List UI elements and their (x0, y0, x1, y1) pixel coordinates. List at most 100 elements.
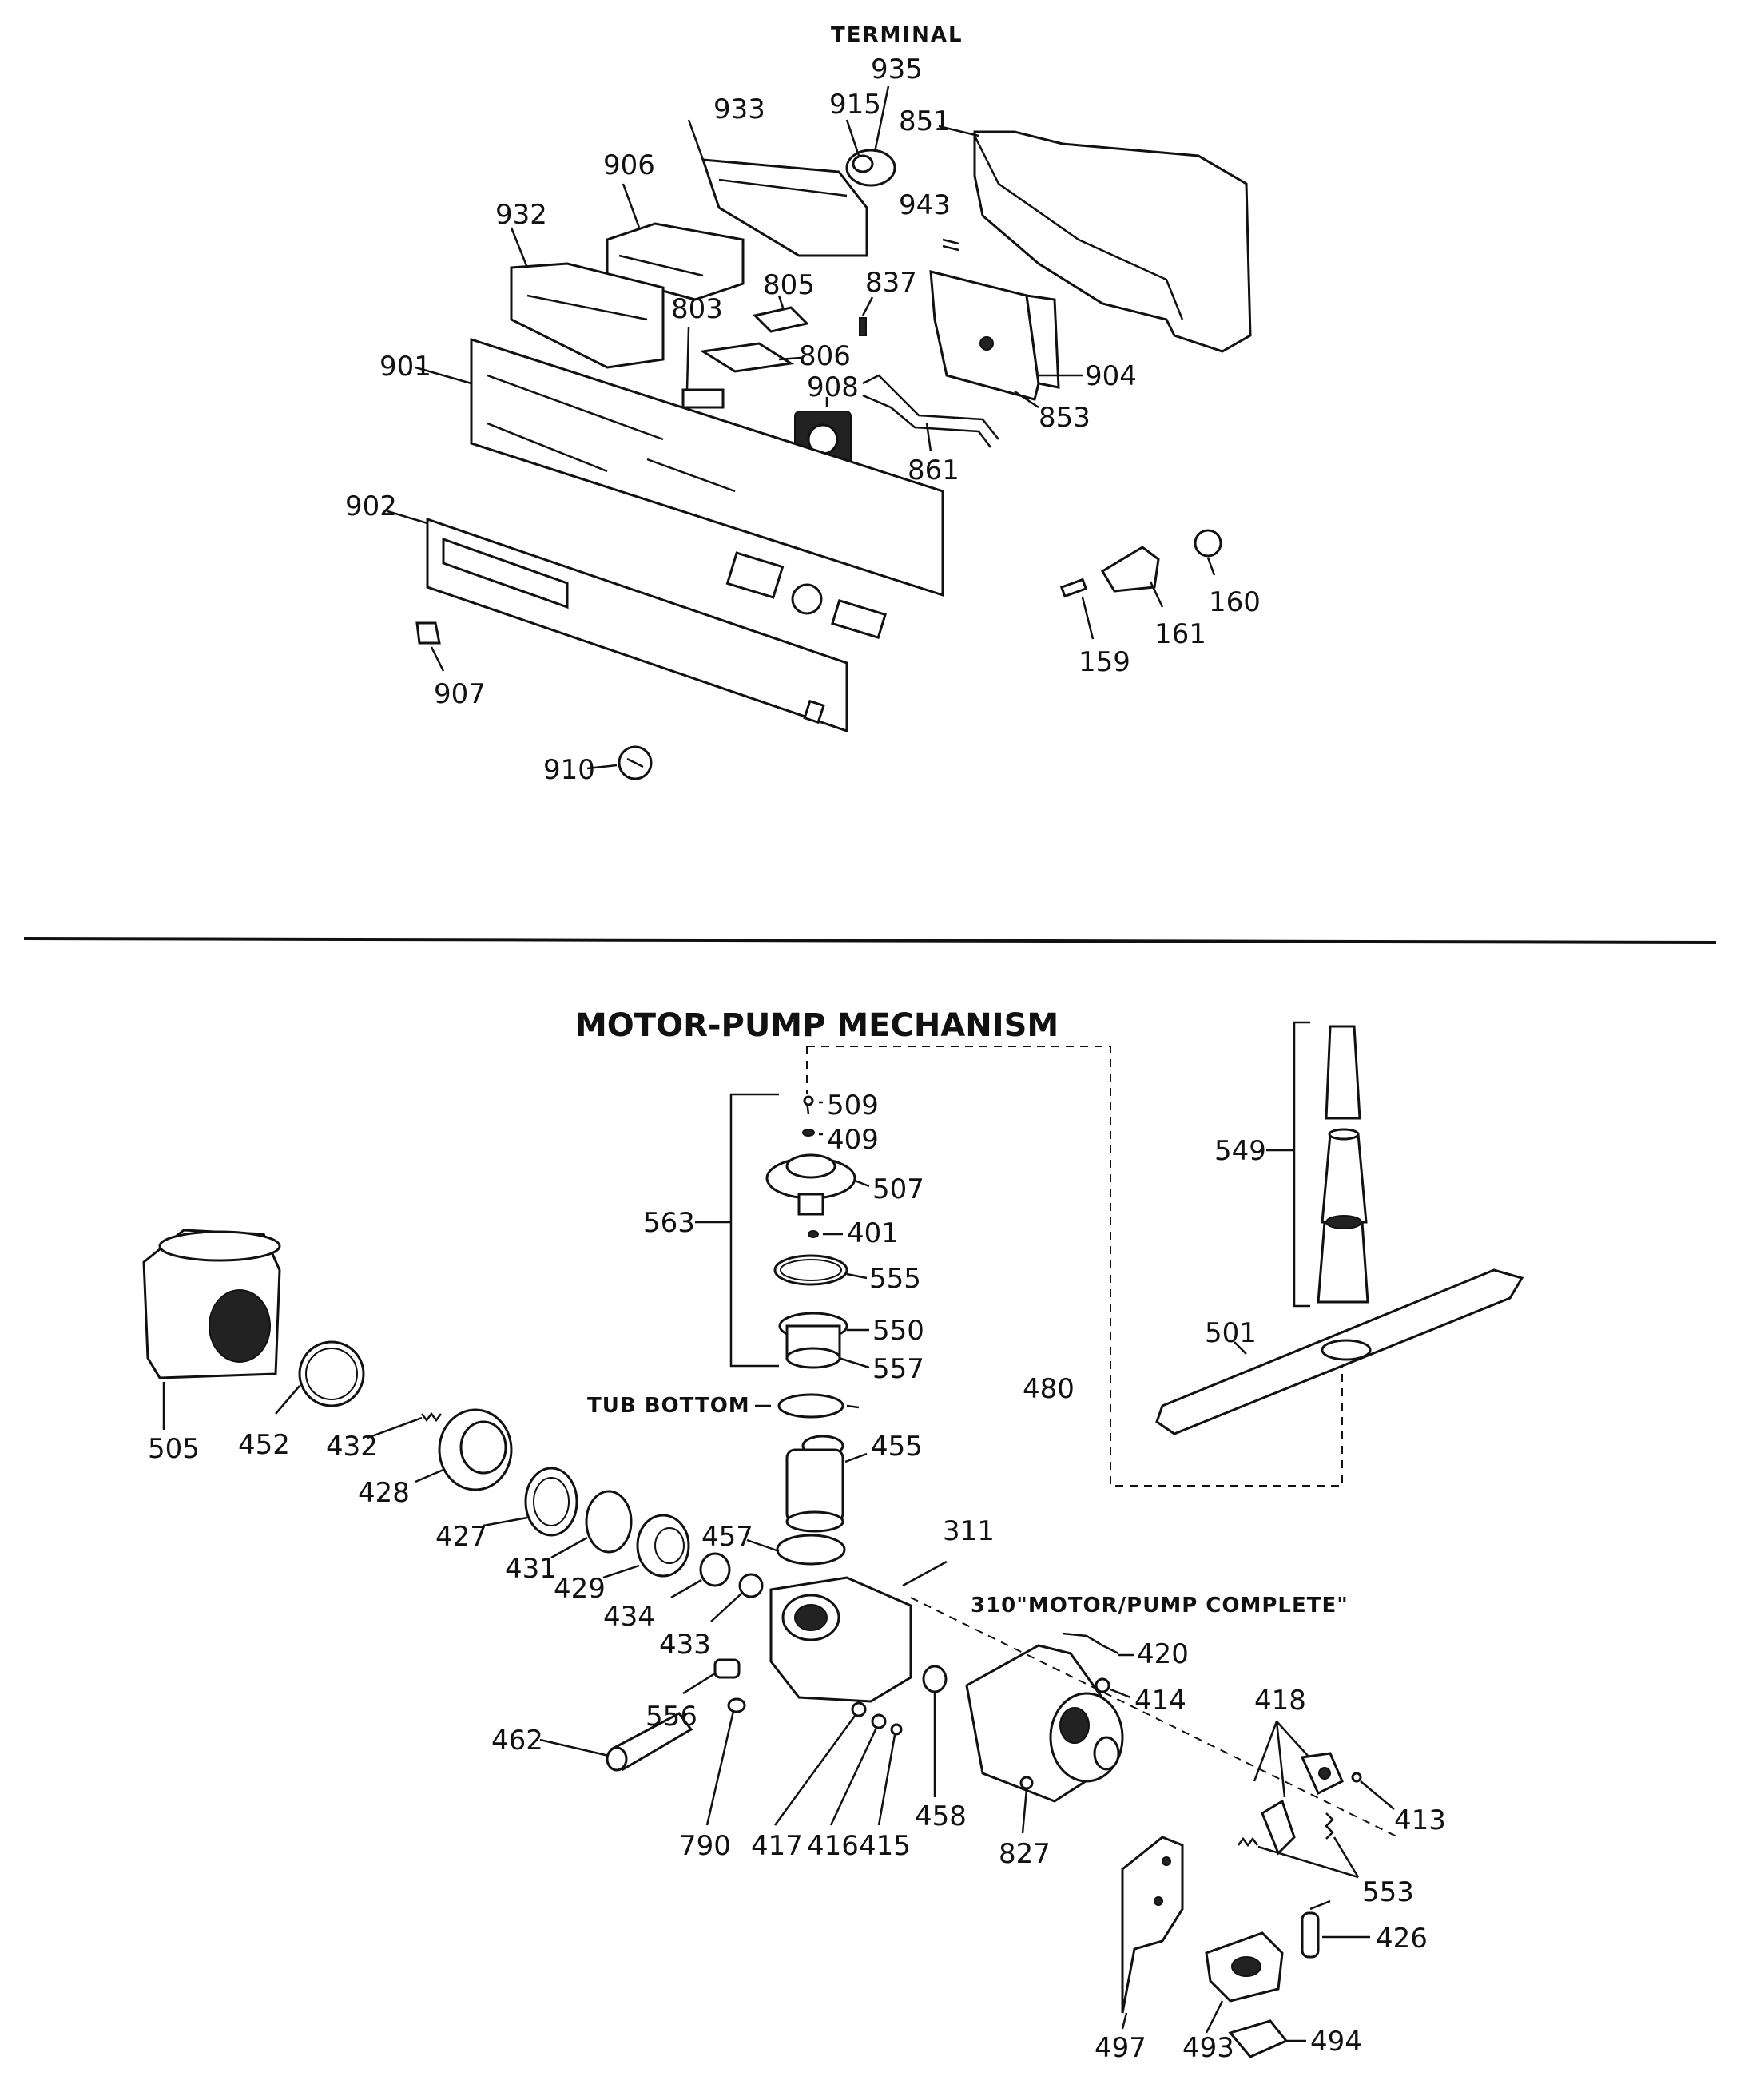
label-413: 413 (1394, 1804, 1446, 1836)
part-933 (687, 119, 868, 257)
motor-pump-title: MOTOR-PUMP MECHANISM (575, 1007, 1059, 1044)
label-427: 427 (435, 1521, 487, 1553)
part-837 (859, 317, 867, 336)
label-806: 806 (799, 340, 851, 372)
part-413 (1351, 1772, 1362, 1783)
part-501-spray-arm (1155, 1268, 1524, 1435)
label-418: 418 (1254, 1685, 1306, 1717)
label-907: 907 (434, 678, 486, 710)
part-418-group (1238, 1721, 1344, 1856)
part-556 (713, 1658, 741, 1679)
label-555: 555 (869, 1263, 921, 1295)
label-494: 494 (1310, 2026, 1362, 2058)
part-902-front-panel (387, 510, 848, 733)
terminal-header: TERMINAL (831, 23, 963, 47)
part-497-bracket (1121, 1836, 1184, 2030)
label-159: 159 (1079, 646, 1130, 678)
label-906: 906 (603, 149, 655, 181)
label-853: 853 (1039, 402, 1091, 434)
label-458: 458 (915, 1800, 967, 1832)
label-509: 509 (827, 1090, 879, 1121)
label-550: 550 (872, 1315, 924, 1347)
label-790: 790 (679, 1830, 731, 1862)
part-428-filter (415, 1408, 513, 1491)
part-803 (681, 388, 725, 409)
label-908: 908 (807, 371, 859, 403)
label-426: 426 (1376, 1923, 1428, 1955)
label-902: 902 (345, 490, 397, 522)
label-557: 557 (872, 1353, 924, 1385)
label-507: 507 (872, 1173, 924, 1205)
tub-bottom-label: TUB BOTTOM (587, 1394, 750, 1418)
label-428: 428 (358, 1477, 410, 1509)
assembly-dashed-guide (807, 1046, 1343, 1487)
label-414: 414 (1134, 1685, 1186, 1717)
part-414 (1095, 1677, 1110, 1693)
label-452: 452 (238, 1429, 290, 1461)
label-434: 434 (603, 1601, 655, 1633)
bracket-563 (729, 1093, 779, 1368)
label-505: 505 (148, 1433, 200, 1465)
label-851: 851 (899, 105, 951, 137)
label-915: 915 (829, 89, 881, 121)
label-480: 480 (1023, 1373, 1075, 1405)
part-906-switch-block (606, 183, 745, 301)
label-553: 553 (1362, 1876, 1414, 1908)
part-861-lever (862, 374, 999, 452)
part-409 (802, 1129, 815, 1137)
label-432: 432 (326, 1431, 378, 1463)
label-457: 457 (701, 1521, 753, 1553)
label-455: 455 (871, 1431, 923, 1463)
part-431 (585, 1490, 633, 1554)
part-416 (871, 1713, 887, 1729)
part-790 (727, 1697, 746, 1713)
part-455 (785, 1435, 868, 1533)
label-462: 462 (491, 1725, 543, 1757)
label-409: 409 (827, 1124, 879, 1156)
section-divider (23, 937, 1717, 944)
part-851-bracket (938, 125, 1252, 353)
control-panel-section: TERMINAL (345, 23, 1261, 786)
label-497: 497 (1095, 2032, 1146, 2064)
part-550-557 (778, 1312, 870, 1369)
part-904-timer (929, 270, 1083, 409)
label-433: 433 (659, 1629, 711, 1661)
part-932-switch-bracket (510, 227, 665, 369)
part-457-clamp (776, 1534, 846, 1566)
label-933: 933 (713, 93, 765, 125)
label-429: 429 (554, 1573, 606, 1605)
part-549-spray-tube (1266, 1021, 1369, 1308)
part-935-terminal (845, 85, 896, 187)
motor-pump-section: MOTOR-PUMP MECHANISM (142, 1007, 1524, 2064)
label-401: 401 (847, 1217, 899, 1249)
tub-bottom-gasket (777, 1393, 844, 1419)
label-943: 943 (899, 189, 951, 221)
part-806 (699, 342, 795, 373)
label-932: 932 (495, 199, 547, 231)
part-311-pump-housing (769, 1560, 948, 1703)
label-417: 417 (751, 1830, 803, 1862)
label-901: 901 (379, 351, 431, 383)
part-493 (1205, 1931, 1284, 2034)
label-910: 910 (543, 754, 595, 786)
label-803: 803 (671, 293, 723, 325)
part-462-hose (539, 1712, 693, 1772)
part-401 (808, 1230, 819, 1238)
label-420: 420 (1137, 1638, 1189, 1670)
part-429-impeller (636, 1514, 690, 1578)
part-433 (738, 1573, 764, 1598)
label-493: 493 (1182, 2032, 1234, 2064)
label-501: 501 (1205, 1317, 1257, 1349)
motor-pump-complete-label: 310"MOTOR/PUMP COMPLETE" (971, 1594, 1349, 1618)
label-160: 160 (1209, 586, 1261, 618)
part-910-knob (586, 745, 653, 780)
label-549: 549 (1214, 1135, 1266, 1167)
label-861: 861 (908, 455, 959, 486)
part-432-spring (421, 1411, 442, 1423)
part-494 (1228, 2019, 1306, 2058)
part-417 (851, 1701, 867, 1717)
part-415 (890, 1723, 903, 1736)
part-420 (1062, 1632, 1119, 1655)
label-837: 837 (865, 267, 917, 299)
